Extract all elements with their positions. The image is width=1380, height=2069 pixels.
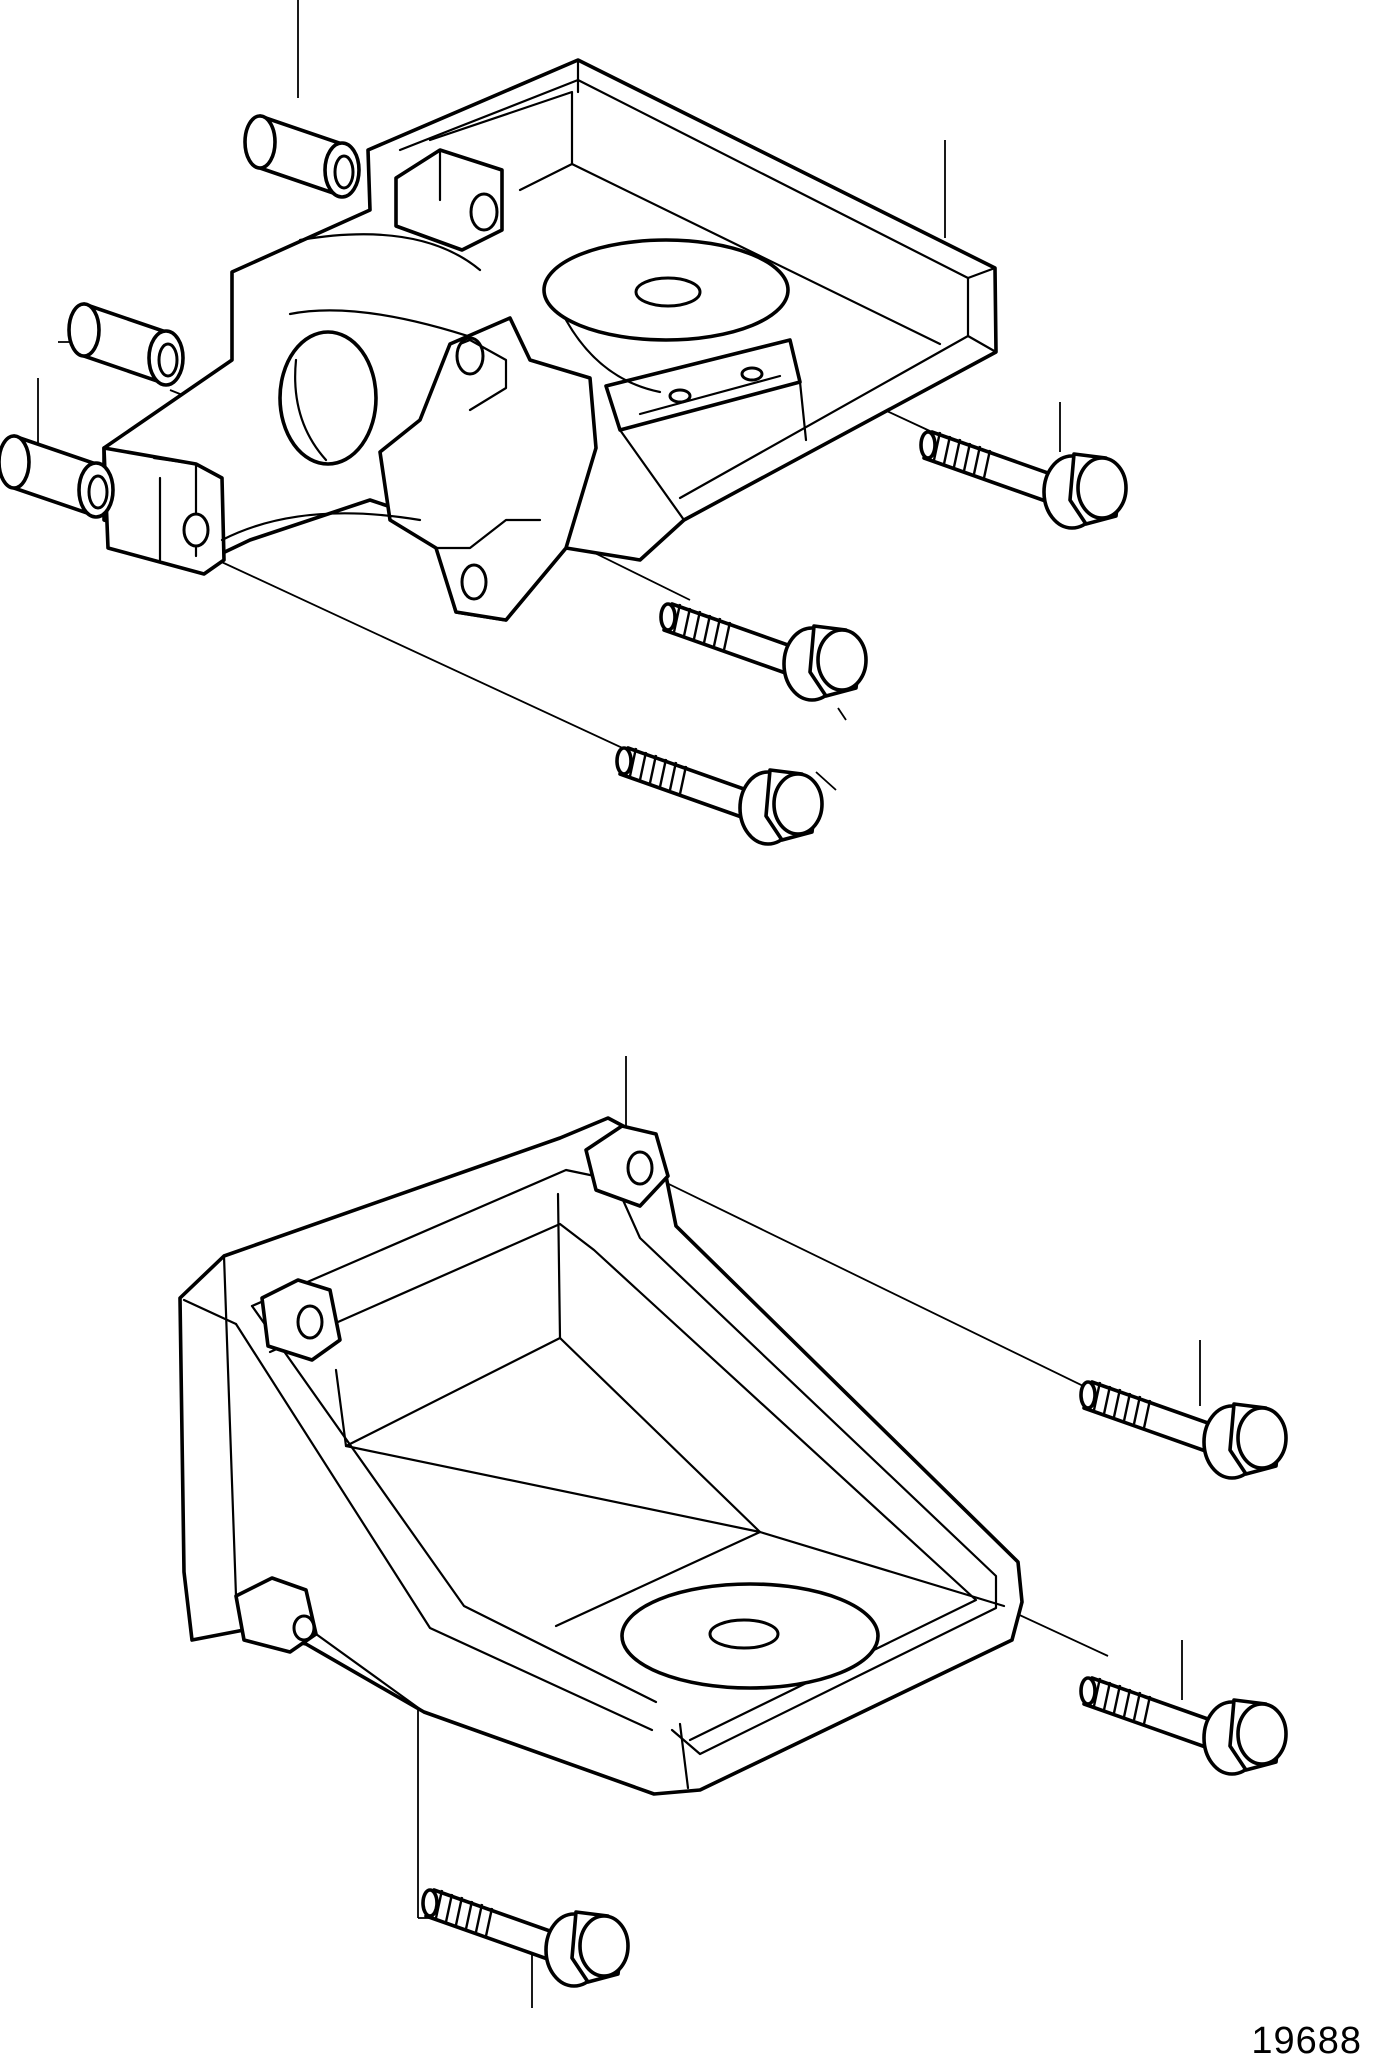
upper-spacer-bush-top <box>243 114 361 199</box>
upper-bolt-middle <box>659 602 868 702</box>
upper-bolt-lower <box>615 746 824 846</box>
figure-number: 19688 <box>1251 2020 1362 2062</box>
lower-bolt-middle-right <box>1079 1676 1288 1776</box>
lower-bolt-bottom <box>421 1888 630 1988</box>
upper-spacer-bush-lower <box>0 434 115 519</box>
lower-bracket-body <box>178 1116 1024 1796</box>
lower-bolt-top-right <box>1079 1380 1288 1480</box>
upper-bolt-right <box>919 430 1128 530</box>
upper-spacer-bush-middle <box>67 302 185 387</box>
lower-bracket-assembly <box>178 1056 1288 2008</box>
upper-bracket-assembly <box>0 0 1128 846</box>
upper-bracket-body <box>102 58 998 622</box>
